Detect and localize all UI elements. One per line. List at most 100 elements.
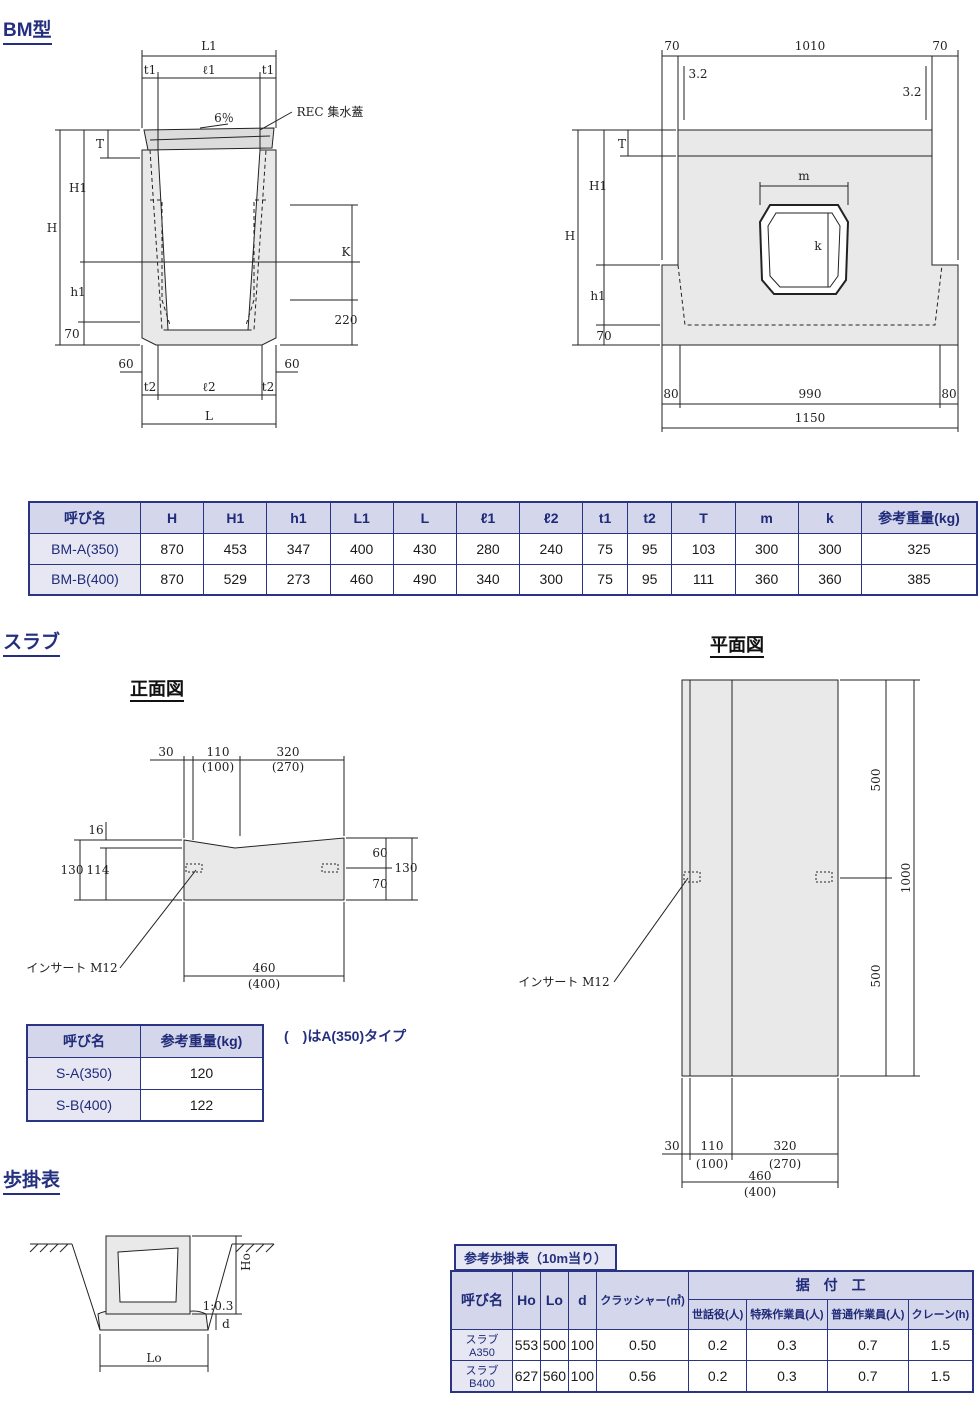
front-dim-460: 460 [253,961,276,975]
labor-header-special-worker: 特殊作業員(人) [745,1298,828,1330]
table-cell: 0.7 [826,1328,909,1361]
table-row: S-A(350) 120 [26,1056,264,1090]
front-dim-114: 114 [87,863,110,877]
labor-header-installation: 据 付 工 [688,1270,974,1300]
table-cell: BM-B(400) [28,563,141,596]
labor-header-crane: クレーン(h) [907,1298,974,1330]
dim-l2: ℓ2 [202,380,215,394]
bm-header-weight: 参考重量(kg) [861,501,978,534]
dim-3.2-right: 3.2 [902,85,921,99]
dim-l1: ℓ1 [202,63,215,77]
bm-header-m: m [734,501,799,534]
dim-k: k [814,239,822,253]
table-cell: スラブA350 [450,1328,513,1361]
table-cell: 360 [797,563,863,596]
labor-table-header-row: 呼び名 Ho Lo d クラッシャー(㎥) 据 付 工 [450,1270,974,1330]
plan-dim-30: 30 [664,1139,679,1153]
labor-header-Ho: Ho [512,1270,541,1330]
dim-h1-right: h1 [590,289,605,303]
table-cell: 490 [392,563,457,596]
table-cell: 75 [582,532,628,565]
table-cell: 340 [455,563,521,596]
dim-H1-right: H1 [589,179,607,193]
dim-H-right: H [565,229,575,243]
bm-header-name: 呼び名 [28,501,141,534]
slab-type-note: ( )はA(350)タイプ [284,1028,407,1044]
dim-t2-left: t2 [144,380,156,394]
dim-L: L [205,409,213,423]
front-dim-130-left: 130 [61,863,84,877]
labor-table-caption: 参考歩掛表（10m当り） [454,1244,618,1271]
plan-dim-460: 460 [749,1169,772,1183]
labor-table-subheader-row: 世話役(人) 特殊作業員(人) 普通作業員(人) クレーン(h) [451,1298,974,1330]
labor-header-Lo: Lo [539,1270,569,1330]
table-cell: 1.5 [907,1328,974,1361]
dim-3.2-left: 3.2 [688,67,707,81]
dim-t1-right: t1 [262,63,274,77]
dim-80-right: 80 [941,387,956,401]
front-dim-16: 16 [88,823,103,837]
table-cell: 0.56 [595,1359,690,1392]
table-cell: 95 [626,532,673,565]
table-cell: 0.2 [688,1328,747,1361]
table-cell: 385 [861,563,978,596]
labor-dim-d: d [222,1317,230,1331]
labor-section-title: 歩掛表 [3,1170,61,1195]
table-cell: 103 [671,532,736,565]
table-cell: 75 [582,563,628,596]
bm-header-t1: t1 [582,501,628,534]
table-cell: 122 [140,1088,264,1122]
plan-insert-label: インサート M12 [518,975,609,989]
bm-header-L: L [392,501,457,534]
table-cell: 0.50 [595,1328,690,1361]
bm-header-l2: ℓ2 [519,501,584,534]
table-cell: S-A(350) [26,1056,141,1090]
slope-label: 6％ [214,111,234,125]
slab-table-header-row: 呼び名 参考重量(kg) [26,1024,264,1058]
front-dim-70: 70 [372,877,387,891]
bm-header-l1: ℓ1 [455,501,521,534]
table-cell: 95 [626,563,673,596]
dim-1150: 1150 [795,411,826,425]
labor-dim-Ho: Ho [239,1253,253,1271]
table-cell: 100 [567,1328,597,1361]
table-cell: 300 [519,563,584,596]
table-cell: 300 [797,532,863,565]
table-cell: S-B(400) [26,1088,141,1122]
table-cell: 111 [671,563,736,596]
table-cell: 300 [734,532,799,565]
dim-1010: 1010 [795,39,826,53]
slab-header-weight: 参考重量(kg) [140,1024,264,1058]
dim-70-top-right: 70 [932,39,947,53]
table-cell: 1.5 [907,1359,974,1392]
dim-H1: H1 [69,181,87,195]
table-row: スラブB400 627 560 100 0.56 0.2 0.3 0.7 1.5 [450,1359,974,1392]
bm-header-H1: H1 [203,501,268,534]
dim-m: m [798,169,810,183]
dim-T-right: T [618,137,626,151]
plan-view-title: 平面図 [710,634,764,658]
labor-slope-ratio: 1:0.3 [203,1299,234,1313]
front-dim-110: 110 [207,745,230,759]
table-cell: 560 [539,1359,569,1392]
table-cell: 627 [512,1359,541,1392]
table-cell: 430 [392,532,457,565]
labor-header-general-worker: 普通作業員(人) [826,1298,909,1330]
table-cell: 100 [567,1359,597,1392]
table-cell: 529 [203,563,268,596]
bm-spec-table: 呼び名 H H1 h1 L1 L ℓ1 ℓ2 t1 t2 T m k 参考重量(… [28,501,978,596]
dim-K: K [342,245,352,259]
front-view-title: 正面図 [130,678,184,702]
table-cell: スラブB400 [450,1359,513,1392]
table-cell: 870 [139,563,205,596]
table-row: スラブA350 553 500 100 0.50 0.2 0.3 0.7 1.5 [450,1328,974,1361]
bm-header-T: T [671,501,736,534]
front-dim-320: 320 [277,745,300,759]
bm-header-h1: h1 [266,501,331,534]
plan-dim-500-top: 500 [869,769,883,792]
